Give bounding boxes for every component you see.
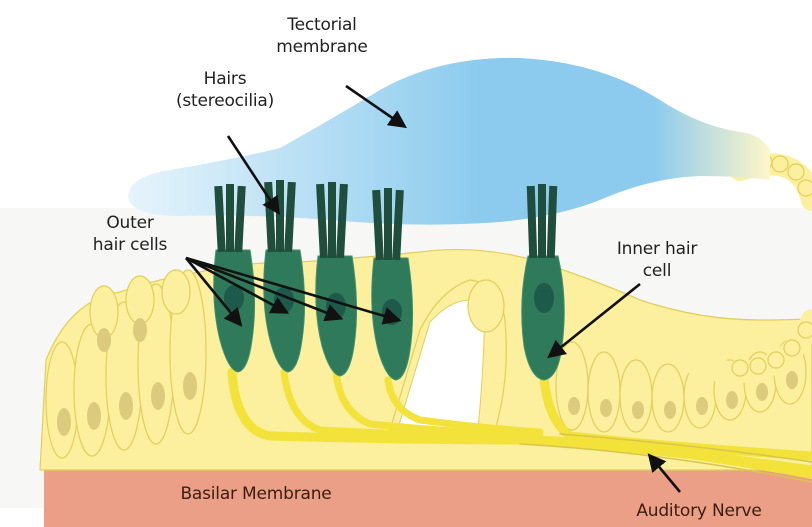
label-hairs: Hairs (stereocilia) [160,68,290,112]
label-basilar-membrane: Basilar Membrane [166,483,346,505]
inner-pillar-head [468,280,504,332]
label-outer-line1: Outer [70,212,190,234]
label-tectorial-line2: membrane [262,36,382,58]
label-hairs-line2: (stereocilia) [160,90,290,112]
label-outer-line2: hair cells [70,234,190,256]
label-inner-hair-cell: Inner hair cell [602,238,712,282]
label-inner-line2: cell [602,260,712,282]
label-hairs-line1: Hairs [160,68,290,90]
label-auditory-nerve: Auditory Nerve [614,500,784,522]
label-tectorial-membrane: Tectorial membrane [262,14,382,58]
label-tectorial-line1: Tectorial [262,14,382,36]
label-inner-line1: Inner hair [602,238,712,260]
label-outer-hair-cells: Outer hair cells [70,212,190,256]
